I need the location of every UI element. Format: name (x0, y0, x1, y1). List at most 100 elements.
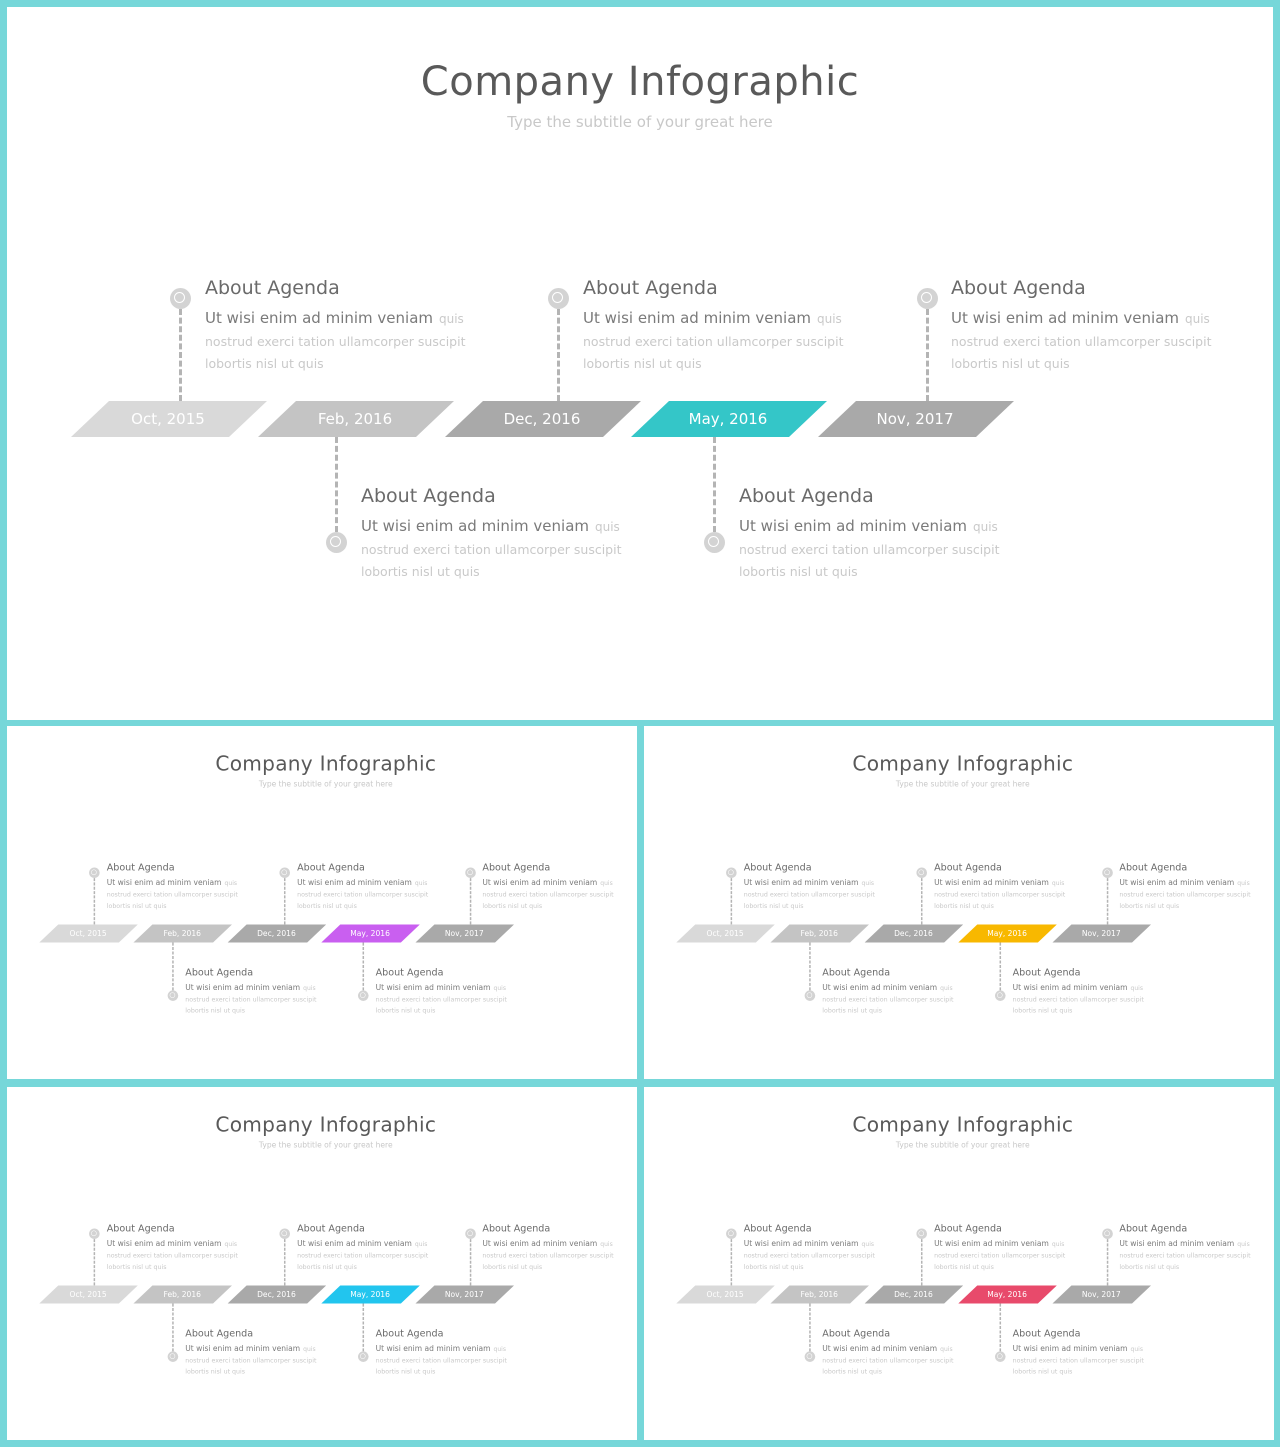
timeline-segment-may-2016: May, 2016 (958, 924, 1057, 943)
agenda-heading: About Agenda (482, 1222, 551, 1235)
agenda-line-3: lobortis nisl ut quis (934, 901, 994, 910)
slide-subtitle: Type the subtitle of your great here (507, 113, 773, 131)
segment-label: Feb, 2016 (800, 1289, 838, 1300)
timeline-dot (167, 990, 179, 1001)
agenda-line-3: lobortis nisl ut quis (297, 901, 357, 910)
dashed-connector (93, 1239, 96, 1286)
agenda-line-3: lobortis nisl ut quis (205, 356, 324, 371)
timeline-segment-may-2016: May, 2016 (631, 401, 827, 437)
agenda-block-5: About Agenda Ut wisi enim ad minim venia… (482, 861, 633, 911)
timeline-dot (804, 990, 816, 1001)
agenda-line-2: nostrud exerci tation ullamcorper suscip… (375, 1356, 507, 1364)
dashed-connector (920, 878, 923, 925)
agenda-line-1-text: Ut wisi enim ad minim veniam (297, 1239, 412, 1249)
dashed-connector (1106, 878, 1109, 925)
agenda-line-1-tail: quis (1051, 879, 1065, 887)
dashed-connector (920, 1239, 923, 1286)
agenda-heading: About Agenda (822, 1327, 891, 1339)
agenda-line-3: lobortis nisl ut quis (934, 1262, 994, 1271)
dashed-connector (469, 878, 472, 925)
agenda-line-1-tail: quis (493, 1345, 506, 1353)
timeline-segment-oct-2015: Oct, 2015 (39, 1285, 138, 1304)
agenda-line-2: nostrud exerci tation ullamcorper suscip… (482, 1251, 614, 1260)
agenda-line-1-text: Ut wisi enim ad minim veniam (375, 982, 491, 992)
agenda-line-2: nostrud exerci tation ullamcorper suscip… (205, 334, 466, 349)
agenda-line-3: lobortis nisl ut quis (375, 1006, 436, 1015)
agenda-line-1-text: Ut wisi enim ad minim veniam (822, 982, 938, 992)
agenda-line-1-text: Ut wisi enim ad minim veniam (739, 517, 967, 535)
agenda-line-1-text: Ut wisi enim ad minim veniam (185, 982, 301, 992)
agenda-line-1-tail: quis (1237, 1240, 1250, 1248)
agenda-line-1-text: Ut wisi enim ad minim veniam (482, 878, 598, 888)
timeline-dot (279, 1228, 291, 1240)
timeline-segment-dec-2016: Dec, 2016 (227, 924, 327, 943)
agenda-line-1-text: Ut wisi enim ad minim veniam (934, 1239, 1049, 1249)
agenda-line-3: lobortis nisl ut quis (106, 1262, 167, 1271)
agenda-line-3: lobortis nisl ut quis (297, 1262, 357, 1271)
agenda-line-1-text: Ut wisi enim ad minim veniam (1012, 982, 1128, 992)
timeline-dot (358, 990, 369, 1001)
agenda-line-1-text: Ut wisi enim ad minim veniam (951, 309, 1179, 327)
agenda-line-1-text: Ut wisi enim ad minim veniam (1119, 878, 1235, 888)
agenda-block-1: About Agenda Ut wisi enim ad minim venia… (744, 1222, 895, 1272)
timeline-segment-feb-2016: Feb, 2016 (133, 1285, 233, 1304)
agenda-line-1-tail: quis (1051, 1240, 1065, 1248)
segment-label: Nov, 2017 (1081, 1289, 1121, 1300)
dashed-connector (362, 1303, 365, 1352)
agenda-heading: About Agenda (1012, 966, 1081, 978)
timeline-dot (89, 1228, 100, 1240)
timeline-segment-may-2016: May, 2016 (321, 1285, 420, 1304)
slide-title: Company Infographic (215, 752, 437, 776)
timeline-segment-dec-2016: Dec, 2016 (864, 924, 964, 943)
timeline-segment-oct-2015: Oct, 2015 (39, 924, 138, 943)
agenda-line-1-text: Ut wisi enim ad minim veniam (361, 517, 589, 535)
dashed-connector (1106, 1239, 1109, 1286)
agenda-line-1-text: Ut wisi enim ad minim veniam (106, 1239, 222, 1249)
agenda-line-2: nostrud exerci tation ullamcorper suscip… (375, 995, 507, 1003)
agenda-line-1-text: Ut wisi enim ad minim veniam (205, 309, 433, 327)
slide-title: Company Infographic (852, 1113, 1074, 1137)
agenda-block-2: About Agenda Ut wisi enim ad minim venia… (185, 966, 336, 1016)
agenda-line-2: nostrud exerci tation ullamcorper suscip… (822, 1356, 954, 1364)
agenda-line-1-tail: quis (493, 984, 506, 992)
agenda-block-4: About Agenda Ut wisi enim ad minim venia… (1013, 1327, 1164, 1377)
agenda-heading: About Agenda (106, 1222, 175, 1235)
agenda-heading: About Agenda (297, 1222, 365, 1235)
agenda-line-1-tail: quis (600, 879, 613, 887)
dashed-connector (283, 1239, 286, 1286)
agenda-block-4: About Agenda Ut wisi enim ad minim venia… (376, 1327, 527, 1377)
timeline-segment-dec-2016: Dec, 2016 (864, 1285, 964, 1304)
segment-label: Nov, 2017 (1081, 928, 1121, 939)
agenda-block-1: About Agenda Ut wisi enim ad minim venia… (744, 861, 895, 911)
agenda-line-3: lobortis nisl ut quis (482, 1262, 543, 1271)
agenda-heading: About Agenda (951, 277, 1086, 299)
agenda-line-2: nostrud exerci tation ullamcorper suscip… (743, 890, 875, 899)
agenda-line-1-tail: quis (224, 879, 238, 887)
dashed-connector (172, 942, 174, 991)
timeline-segment-feb-2016: Feb, 2016 (258, 401, 454, 437)
agenda-line-2: nostrud exerci tation ullamcorper suscip… (361, 542, 622, 557)
agenda-line-1-tail: quis (224, 1240, 238, 1248)
dashed-connector (557, 309, 560, 401)
agenda-heading: About Agenda (185, 1327, 254, 1339)
slide-title: Company Infographic (852, 752, 1074, 776)
timeline-dot (916, 867, 928, 879)
agenda-line-1-text: Ut wisi enim ad minim veniam (743, 1239, 859, 1249)
timeline-segment-nov-2017: Nov, 2017 (1052, 924, 1152, 943)
agenda-line-2: nostrud exerci tation ullamcorper suscip… (822, 995, 954, 1003)
agenda-line-2: nostrud exerci tation ullamcorper suscip… (583, 334, 844, 349)
slide-subtitle: Type the subtitle of your great here (258, 1140, 393, 1150)
agenda-line-1-text: Ut wisi enim ad minim veniam (934, 878, 1049, 888)
agenda-block-4: About Agenda Ut wisi enim ad minim venia… (1013, 966, 1164, 1016)
